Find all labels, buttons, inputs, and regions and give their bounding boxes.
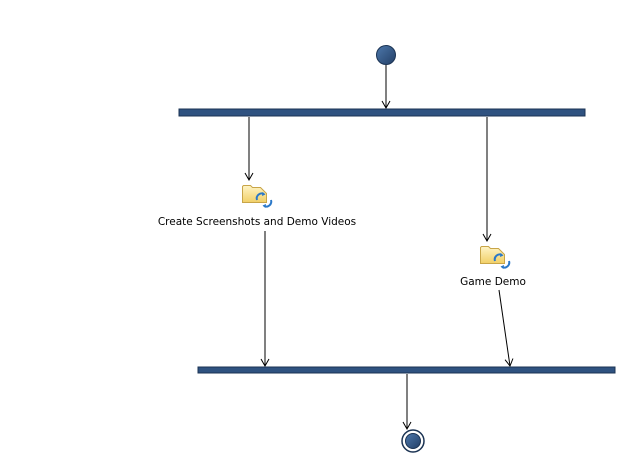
final-node[interactable] [401,429,425,453]
action-label-create-screenshots: Create Screenshots and Demo Videos [158,216,356,228]
action-label-game-demo: Game Demo [460,276,526,288]
activity-icon [242,185,273,208]
fork-bar[interactable] [178,108,586,117]
edge-game-demo-to-join [498,289,514,367]
initial-node[interactable] [376,45,396,65]
join-bar[interactable] [197,366,616,374]
action-game-demo[interactable]: Game Demo [460,246,526,289]
action-create-screenshots[interactable]: Create Screenshots and Demo Videos [158,185,356,229]
final-node-core [405,433,421,449]
activity-icon [480,246,511,269]
edges [244,65,514,431]
